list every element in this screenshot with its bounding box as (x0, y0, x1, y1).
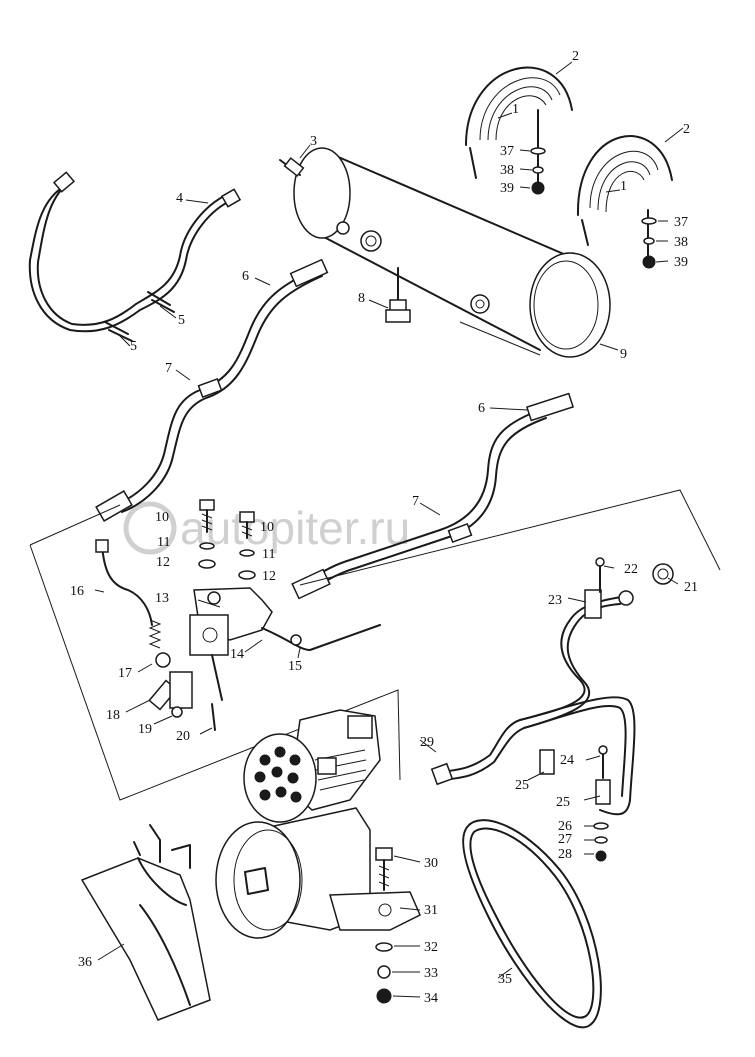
pipe-bracket-top (584, 557, 634, 619)
callout-37a: 37 (500, 144, 514, 159)
callout-38b: 38 (674, 235, 688, 250)
callout-24: 24 (560, 753, 574, 768)
unloader-fitting (148, 671, 216, 731)
drive-belt (462, 819, 602, 1029)
callout-27: 27 (558, 832, 572, 847)
air-receiver-tank (293, 147, 611, 358)
leader-lines (94, 61, 684, 998)
callout-9: 9 (620, 347, 627, 362)
strap-washers-rear (530, 147, 546, 195)
callout-32: 32 (424, 940, 438, 955)
callout-12b: 12 (262, 569, 276, 584)
callout-5b: 5 (130, 339, 137, 354)
strap-washers-front (641, 217, 657, 269)
callout-8: 8 (358, 291, 365, 306)
callout-30: 30 (424, 856, 438, 871)
callout-12: 12 (156, 555, 170, 570)
callout-11b: 11 (262, 547, 275, 562)
regulator-spring (148, 619, 171, 668)
callout-labels: 1 2 3 4 5 6 7 8 9 10 11 12 13 14 15 16 1… (70, 49, 698, 1006)
callout-3: 3 (310, 134, 317, 149)
callout-35: 35 (498, 972, 512, 987)
callout-33: 33 (424, 966, 438, 981)
callout-28: 28 (558, 847, 572, 862)
callout-16: 16 (70, 584, 84, 599)
tank-fitting (360, 230, 382, 252)
callout-23: 23 (548, 593, 562, 608)
hose-clamp-left (197, 377, 223, 399)
flexible-hose-right (291, 392, 575, 600)
outlet-pipe (261, 624, 381, 651)
callout-18: 18 (106, 708, 120, 723)
callout-2: 2 (572, 49, 579, 64)
callout-19: 19 (138, 722, 152, 737)
callout-37b: 37 (674, 215, 688, 230)
pipe-clamp (104, 291, 175, 342)
mounting-strap-rear (465, 66, 573, 189)
callout-7b: 7 (412, 494, 419, 509)
watermark-text: autopiter.ru (180, 502, 410, 554)
regulator-bolt-left (198, 499, 216, 569)
callout-15: 15 (288, 659, 302, 674)
pressure-pipe (28, 171, 242, 333)
hose-clamp-right (447, 522, 473, 544)
control-pipe (95, 539, 153, 626)
callout-5: 5 (178, 313, 185, 328)
callout-36: 36 (78, 955, 92, 970)
callout-1: 1 (512, 102, 519, 117)
callout-31: 31 (424, 903, 438, 918)
callout-10b: 10 (260, 520, 274, 535)
callout-7: 7 (165, 361, 172, 376)
tank-fitting (470, 294, 490, 314)
callout-20: 20 (176, 729, 190, 744)
callout-39b: 39 (674, 255, 688, 270)
callout-22: 22 (624, 562, 638, 577)
callout-17: 17 (118, 666, 132, 681)
callout-10: 10 (155, 510, 169, 525)
callout-29: 29 (420, 735, 434, 750)
callout-25a: 25 (515, 778, 529, 793)
watermark: autopiter.ru (123, 501, 410, 555)
mounting-strap-front (576, 135, 673, 263)
callout-11: 11 (157, 535, 170, 550)
callout-4: 4 (176, 191, 183, 206)
callout-34: 34 (424, 991, 438, 1006)
callout-26: 26 (558, 819, 572, 834)
callout-39a: 39 (500, 181, 514, 196)
pipe-fitting (652, 563, 674, 585)
discharge-pipe (430, 595, 636, 816)
callout-38a: 38 (500, 163, 514, 178)
compressor-mount-bolt (375, 847, 393, 1004)
bracket-washers (593, 822, 609, 862)
belt-guard (80, 824, 211, 1021)
pressure-regulator (189, 587, 273, 701)
callout-21: 21 (684, 580, 698, 595)
callout-13: 13 (155, 591, 169, 606)
drain-valve (385, 267, 411, 323)
callout-6b: 6 (478, 401, 485, 416)
regulator-bolt-right (238, 511, 256, 580)
callout-14: 14 (230, 647, 244, 662)
callout-6: 6 (242, 269, 249, 284)
compressor-head-fins (254, 746, 302, 803)
air-compressor (215, 709, 421, 939)
safety-valve (279, 157, 305, 177)
callout-1b: 1 (620, 179, 627, 194)
pipe-bracket-bottom (539, 745, 611, 805)
callout-25b: 25 (556, 795, 570, 810)
callout-2b: 2 (683, 122, 690, 137)
